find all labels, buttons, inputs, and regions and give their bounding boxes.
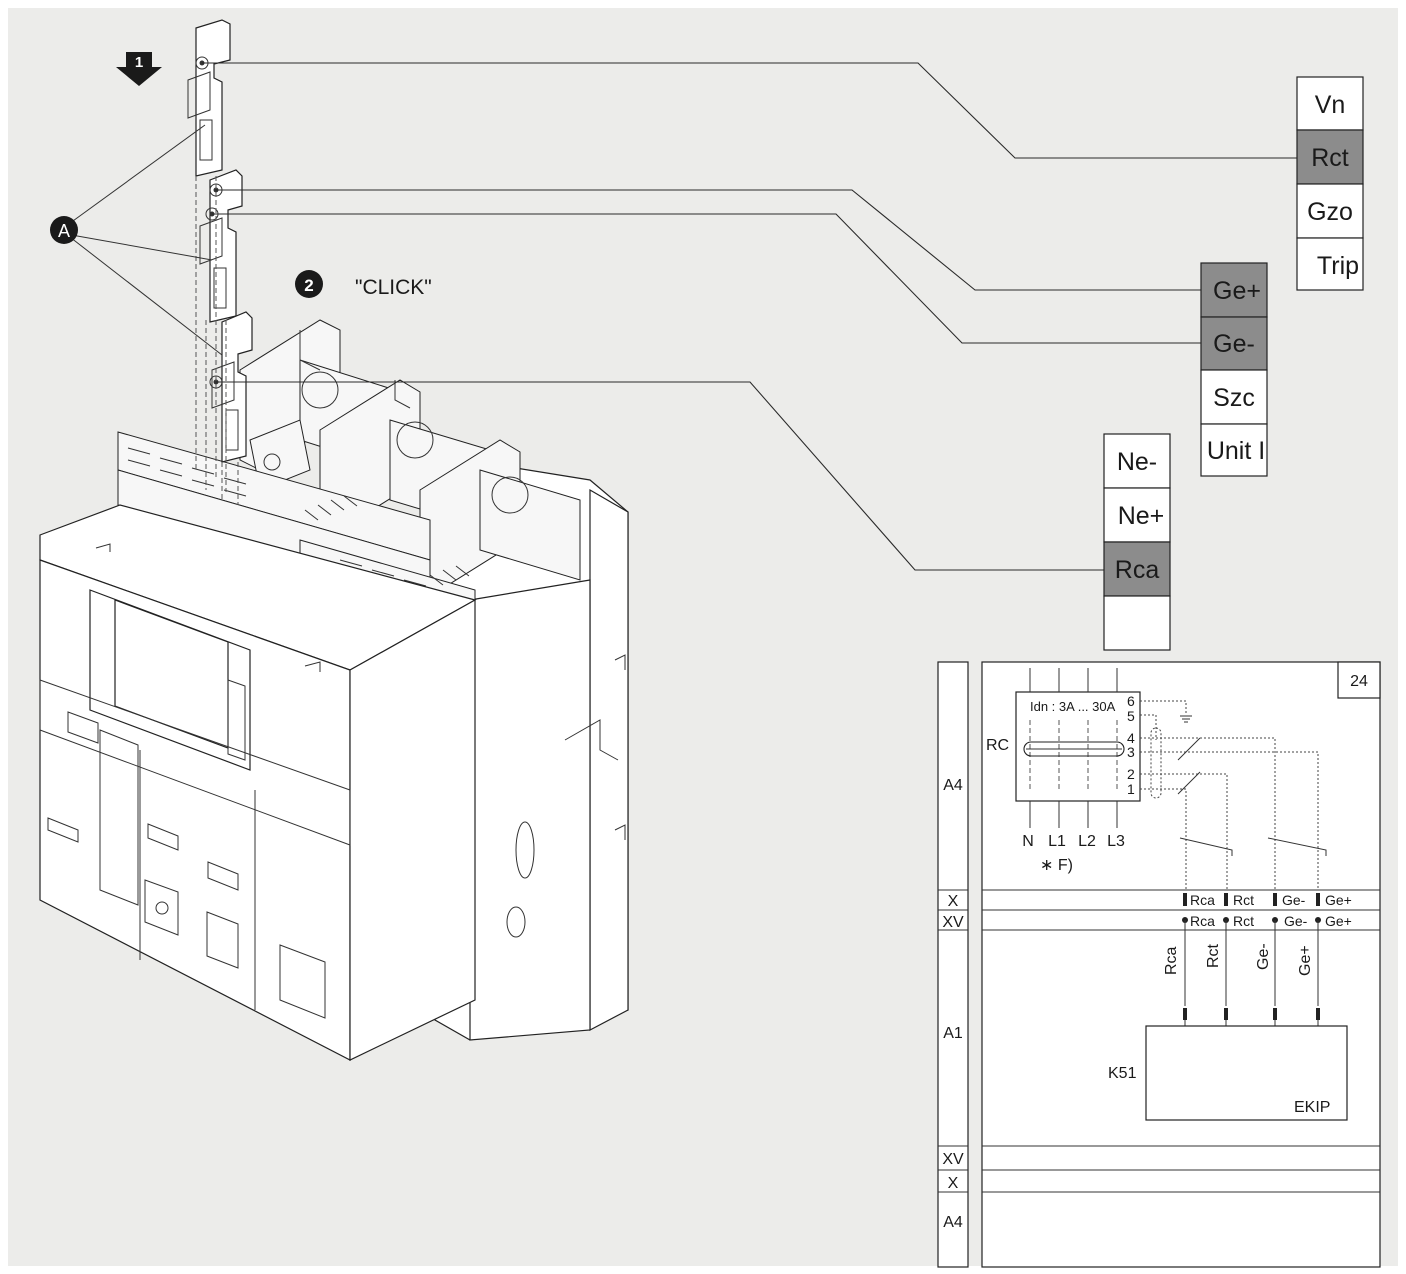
wire-label-ge-minus: Ge- [1255, 943, 1272, 970]
step1-down-arrow: 1 [116, 52, 162, 86]
page-number: 24 [1350, 673, 1368, 690]
terminal-housings [239, 319, 581, 591]
x-row-terminals: Rca Rct Ge- Ge+ [1183, 892, 1352, 908]
x-ge-plus: Ge+ [1325, 892, 1352, 908]
rc-rating: Idn : 3A ... 30A [1030, 699, 1116, 714]
phase-l2: L2 [1078, 833, 1096, 850]
footnote-f: ∗ F) [1040, 857, 1073, 874]
phase-n: N [1022, 833, 1034, 850]
terminal-ne-plus: Ne+ [1118, 502, 1165, 530]
leader-lines [202, 62, 1308, 571]
x-rca: Rca [1190, 892, 1215, 908]
terminal-ge-plus: Ge+ [1213, 277, 1261, 305]
callout-a: A [50, 124, 223, 356]
wiring-diagram: A4 X XV A1 XV X A4 24 RC Idn : 3A ... 30… [937, 661, 1381, 1268]
k51-label: K51 [1108, 1065, 1137, 1082]
terminal-trip: Trip [1317, 252, 1359, 280]
rc-label: RC [986, 737, 1009, 754]
xv-rct: Rct [1233, 913, 1254, 929]
terminal-block-1: Vn Rct Gzo Trip [1296, 76, 1364, 291]
terminal-szc: Szc [1213, 384, 1255, 412]
rc-pin-1: 1 [1127, 781, 1135, 797]
terminal-rct: Rct [1311, 144, 1349, 172]
plug-connector-2 [199, 169, 243, 323]
terminal-gzo: Gzo [1307, 198, 1353, 226]
rc-pin-2: 2 [1127, 766, 1135, 782]
zone-xv-top: XV [942, 914, 964, 931]
click-text: "CLICK" [355, 276, 432, 299]
phase-l1: L1 [1048, 833, 1066, 850]
zone-a4-bottom: A4 [943, 1214, 963, 1231]
x-rct: Rct [1233, 892, 1254, 908]
x-ge-minus: Ge- [1282, 892, 1306, 908]
wire-label-rca: Rca [1163, 946, 1180, 975]
xv-ge-minus: Ge- [1284, 913, 1308, 929]
terminal-block-3: Ne- Ne+ Rca [1103, 433, 1171, 651]
zone-a1: A1 [943, 1025, 963, 1042]
terminal-unit-i: Unit I [1207, 437, 1265, 465]
wire-label-rct: Rct [1205, 943, 1222, 968]
plug-connector-3 [209, 311, 253, 463]
rc-pin-6: 6 [1127, 693, 1135, 709]
step2-number: 2 [304, 276, 313, 295]
terminal-rca: Rca [1115, 556, 1160, 584]
step1-number: 1 [135, 54, 143, 71]
phase-l3: L3 [1107, 833, 1125, 850]
terminal-block-2: Ge+ Ge- Szc Unit I [1200, 262, 1268, 477]
rc-pin-4: 4 [1127, 730, 1135, 746]
xv-row-terminals: Rca Rct Ge- Ge+ [1182, 913, 1352, 929]
wire-label-ge-plus: Ge+ [1297, 945, 1314, 976]
step2-click-note: 2 "CLICK" [295, 270, 432, 299]
zone-a4-top: A4 [943, 777, 963, 794]
circuit-breaker-illustration [39, 319, 629, 1061]
terminal-ge-minus: Ge- [1213, 330, 1255, 358]
xv-ge-plus: Ge+ [1325, 913, 1352, 929]
rc-pin-5: 5 [1127, 708, 1135, 724]
insertion-guides [195, 176, 239, 505]
terminal-vn: Vn [1315, 91, 1346, 119]
xv-rca: Rca [1190, 913, 1215, 929]
rc-pin-3: 3 [1127, 744, 1135, 760]
callout-a-letter: A [58, 221, 70, 241]
zone-x-top: X [948, 893, 959, 910]
terminal-ne-minus: Ne- [1117, 448, 1157, 476]
zone-xv-bottom: XV [942, 1151, 964, 1168]
ekip-label: EKIP [1294, 1099, 1330, 1116]
zone-x-bottom: X [948, 1175, 959, 1192]
